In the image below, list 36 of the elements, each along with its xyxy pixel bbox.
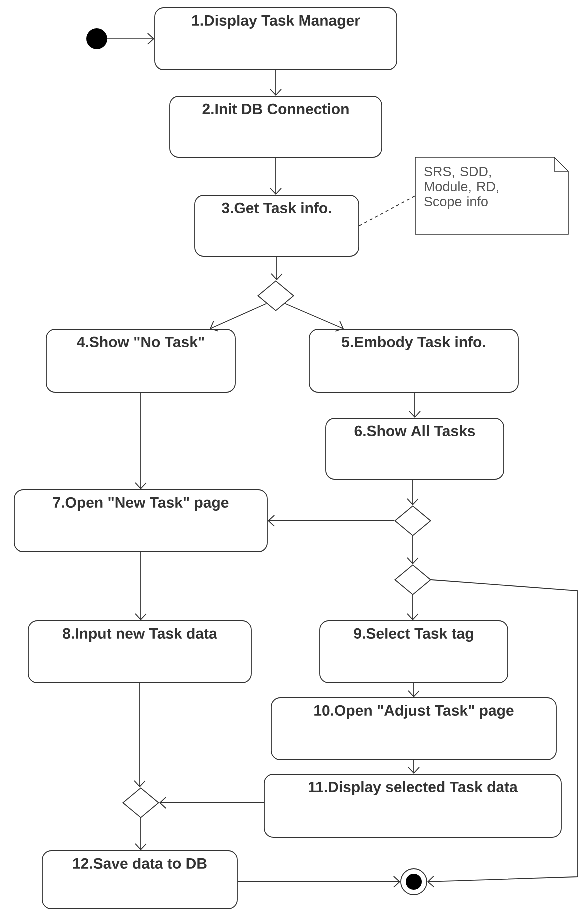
- arrow: [409, 392, 421, 418]
- arrow: [407, 480, 419, 506]
- action-box: 10.Open "Adjust Task" page: [271, 698, 557, 760]
- leader-line: [359, 196, 416, 226]
- arrow: [408, 683, 420, 698]
- arrow: [238, 876, 401, 888]
- arrow: [270, 158, 282, 196]
- action-box: 9.Select Task tag: [320, 620, 508, 684]
- arrow: [284, 303, 344, 332]
- arrow: [210, 303, 268, 332]
- action-box: 6.Show All Tasks: [326, 418, 504, 480]
- action-box: 7.Open "New Task" page: [14, 490, 268, 552]
- arrow: [135, 392, 147, 490]
- arrow: [134, 683, 146, 788]
- arrow: [271, 256, 283, 281]
- action-box: 8.Input new Task data: [28, 620, 252, 684]
- action-box: 1.Display Task Manager: [154, 8, 398, 70]
- action-box: 5.Embody Task info.: [309, 329, 519, 393]
- action-box: 12.Save data to DB: [42, 850, 238, 910]
- arrow: [427, 580, 578, 888]
- action-box: 4.Show "No Task": [46, 329, 236, 393]
- action-box: 2.Init DB Connection: [170, 96, 382, 158]
- arrow: [135, 552, 147, 621]
- arrow: [159, 797, 264, 809]
- action-box: 11.Display selected Task data: [264, 774, 562, 838]
- note: SRS, SDD, Module, RD, Scope info: [415, 157, 569, 235]
- arrow: [107, 33, 155, 45]
- arrow: [407, 595, 419, 621]
- arrow: [268, 515, 395, 527]
- start-dot: [86, 28, 108, 50]
- arrow: [407, 536, 419, 565]
- end-bullseye: [400, 868, 428, 896]
- arrow: [135, 818, 147, 851]
- action-box: 3.Get Task info.: [194, 195, 360, 257]
- arrow: [408, 760, 420, 774]
- arrow: [270, 70, 282, 96]
